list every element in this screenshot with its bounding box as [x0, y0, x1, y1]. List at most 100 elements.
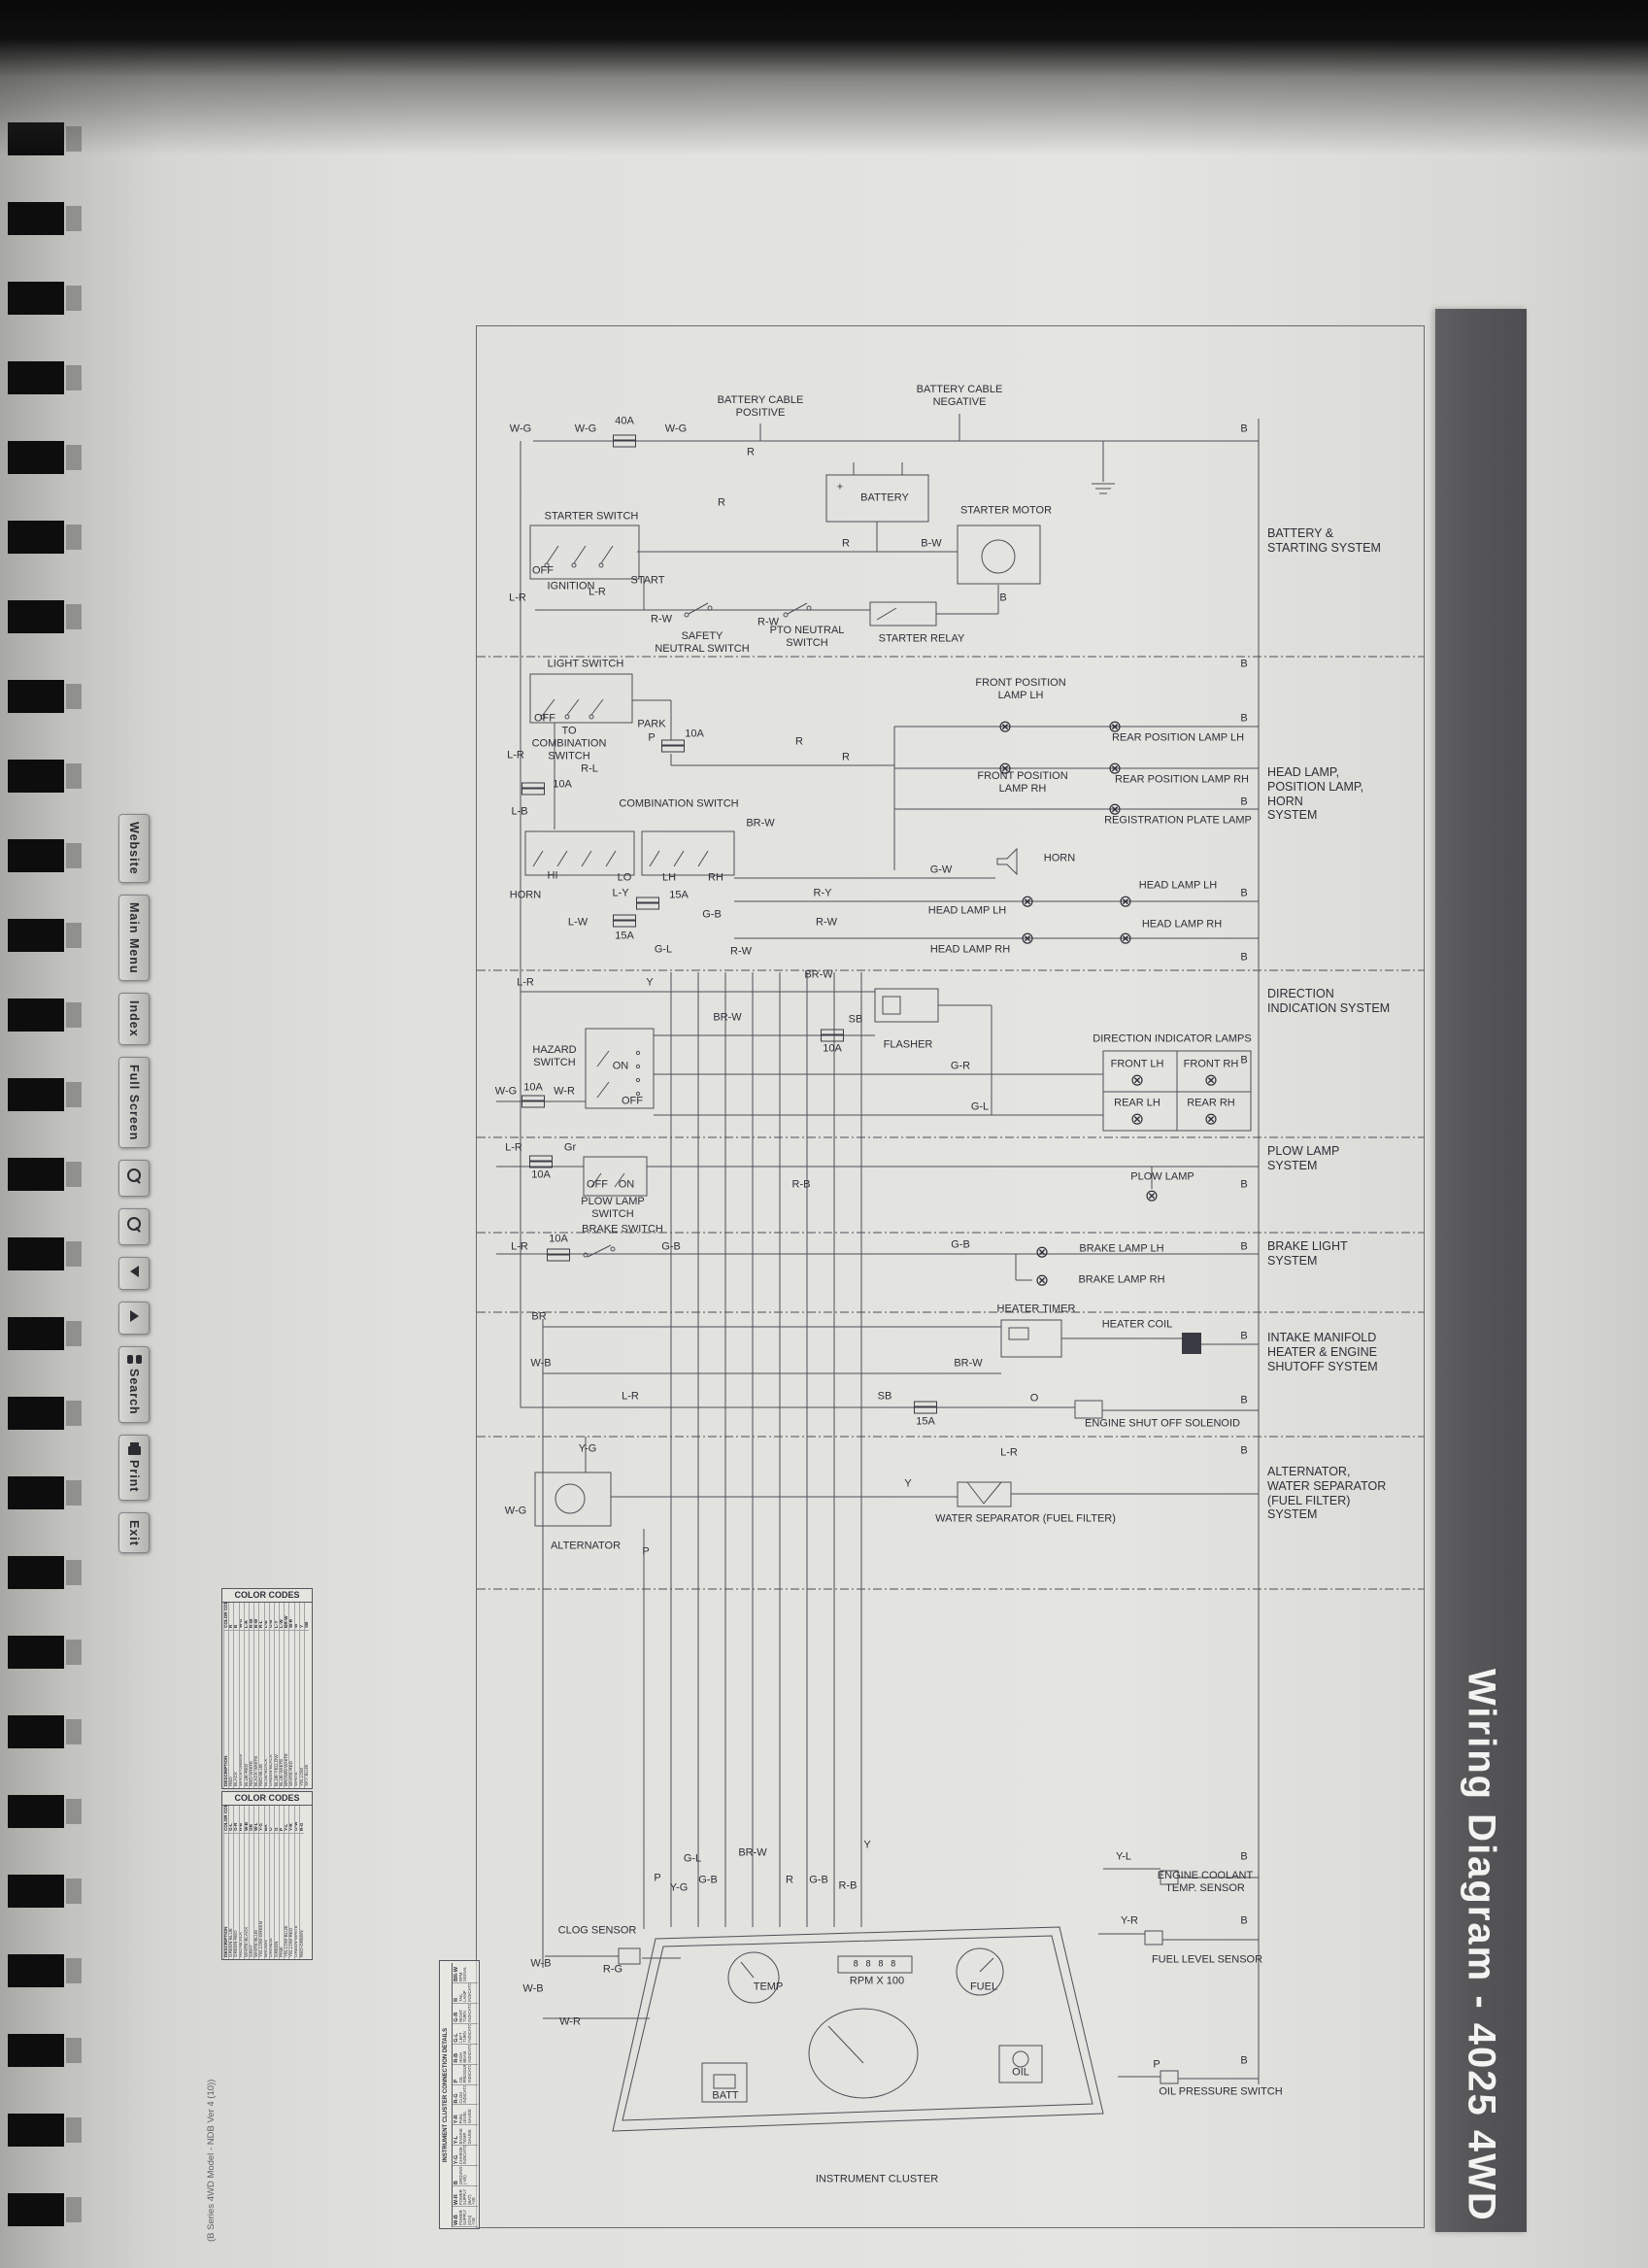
wires: [496, 414, 1260, 2084]
starter-motor-symbol: [957, 525, 1041, 585]
component-label: INSTRUMENT CLUSTER: [815, 2173, 939, 2185]
wire-label: R-W: [757, 616, 779, 628]
color-code: W-G: [239, 1603, 244, 1631]
fuse-box: [914, 1401, 937, 1414]
wire-label: G-W: [929, 863, 953, 876]
wire-label: PARK: [637, 718, 666, 730]
heater-timer-symbol: [1000, 1319, 1062, 1358]
color-code-entry: SKY BLUE SB: [304, 1603, 310, 1788]
cluster-detail-entry: G-L LEFT TURN INDICATOR: [452, 2023, 478, 2045]
fuse-box: [521, 1095, 545, 1108]
combination-switch-symbol: [524, 830, 735, 876]
color-description: GREEN-WHITE: [294, 1925, 299, 1957]
sidebar-website-button[interactable]: Website: [118, 814, 150, 883]
shutoff-solenoid-symbol: [1074, 1400, 1103, 1419]
system-label: DIRECTION INDICATION SYSTEM: [1267, 987, 1391, 1015]
wire-label: P: [642, 1545, 650, 1558]
wire-label: BR-W: [738, 1846, 767, 1859]
wire-label: R-W: [816, 916, 837, 929]
color-code-entry: YELLOW-RED Y-R: [288, 1806, 294, 1959]
wire-label: W-G: [574, 423, 597, 435]
wire-label: REAR RH: [1187, 1097, 1235, 1109]
color-codes-table-2: COLOR CODES DESCRIPTION COLOR CODE GREEN…: [221, 1791, 313, 1960]
color-code-entry: WHITE W: [293, 1603, 299, 1788]
color-code: GR: [249, 1806, 254, 1834]
wire-label: R-B: [838, 1879, 858, 1892]
wire-label: 10A: [685, 728, 704, 740]
color-code-entry: YELLOW Y: [298, 1603, 304, 1788]
sidebar-next-page-button[interactable]: [118, 1302, 150, 1336]
wire-description: LEFT TURN INDICATOR: [457, 2023, 472, 2043]
sidebar-main-menu-button[interactable]: Main Menu: [118, 894, 150, 982]
lamp-icon: ⊗: [1034, 1242, 1050, 1262]
wire-label: BR-W: [713, 1011, 742, 1024]
wire-label: OFF: [532, 564, 554, 577]
gauge-symbols: [701, 1947, 1043, 2103]
wire-label: B: [1240, 658, 1248, 670]
button-label: Index: [127, 1000, 141, 1037]
wire-label: B: [1240, 795, 1248, 808]
fuse-box: [613, 434, 636, 448]
color-code-entry: YELLOW-BLUE Y-L: [284, 1806, 289, 1959]
color-code-entry: BLUE-RED L-R: [243, 1603, 249, 1788]
battery-symbol: [825, 474, 929, 523]
component-label: OIL PRESSURE SWITCH: [1159, 2085, 1283, 2098]
color-code-entry: WHITE-GREEN W-G: [238, 1603, 244, 1788]
color-code: SB: [304, 1603, 310, 1631]
sidebar-full-screen-button[interactable]: Full Screen: [118, 1056, 150, 1149]
wire-label: FRONT RH: [1183, 1058, 1239, 1070]
cluster-detail-entry: BR-W RPM SIGNAL: [452, 1963, 478, 1983]
wire-label: R-G: [602, 1963, 623, 1976]
button-icon: [127, 1442, 141, 1456]
sidebar-print-button[interactable]: Print: [118, 1435, 150, 1501]
component-label: COMBINATION SWITCH: [619, 797, 739, 810]
spiral-binding: [8, 107, 64, 2268]
cluster-detail-entry: W-B POWER SUPPLY (IGN) +VE: [452, 2207, 478, 2227]
wire-label: W-B: [530, 1357, 552, 1370]
color-code-entry: GREEN-BLACK G-B: [268, 1603, 274, 1788]
wire-label: W-G: [509, 423, 532, 435]
sidebar-exit-button[interactable]: Exit: [118, 1511, 150, 1554]
button-icon: [126, 1355, 142, 1365]
sidebar-zoom-in-button[interactable]: [118, 1160, 150, 1198]
wire-description: CHARGE INDICATOR: [457, 2146, 468, 2165]
horn-symbol: [996, 847, 1018, 876]
sidebar-previous-page-button[interactable]: [118, 1257, 150, 1291]
wire-label: L-R: [507, 749, 524, 762]
color-description: YELLOW-RED: [289, 1927, 294, 1957]
component-label: STARTER MOTOR: [959, 504, 1053, 517]
color-code-entry: RED R: [228, 1603, 234, 1788]
component-label: OIL: [1012, 2066, 1029, 2079]
ground-symbol: [1092, 483, 1115, 494]
component-label: CLOG SENSOR: [557, 1924, 637, 1937]
component-label: HEAD LAMP RH: [929, 943, 1011, 956]
lamp-icon: ⊗: [1203, 1109, 1219, 1129]
sidebar-zoom-out-button[interactable]: [118, 1208, 150, 1246]
lamp-icon: ⊗: [1129, 1109, 1145, 1129]
wire-label: B: [999, 592, 1007, 604]
brake-switch-symbol: [583, 1244, 616, 1258]
component-label: PLOW LAMP: [1130, 1170, 1194, 1183]
wire-label: G-L: [654, 943, 673, 956]
sidebar-search-button[interactable]: Search: [118, 1346, 150, 1424]
wire-label: G-B: [661, 1240, 681, 1253]
wire-label: OFF: [622, 1095, 643, 1107]
button-icon: [127, 1168, 141, 1183]
wire-description: FUEL LEVEL GAUGE: [457, 2109, 472, 2124]
wire-label: Y: [863, 1839, 871, 1851]
color-code-entry: RED-BLUE R-L: [258, 1603, 264, 1788]
light-switch-symbol: [529, 673, 633, 724]
wire-label: HI: [547, 869, 558, 882]
sidebar-index-button[interactable]: Index: [118, 993, 150, 1045]
component-label: ENGINE SHUT OFF SOLENOID: [1085, 1417, 1240, 1430]
lamp-icon: ⊗: [997, 717, 1013, 736]
system-label: HEAD LAMP, POSITION LAMP, HORN SYSTEM: [1267, 765, 1364, 823]
component-label: FUEL: [969, 1980, 998, 1993]
button-label: Main Menu: [127, 901, 141, 974]
button-label: Search: [127, 1369, 141, 1416]
wire-label: Y: [904, 1477, 912, 1490]
color-code: R-B: [239, 1806, 244, 1834]
wire-label: BR-W: [954, 1357, 983, 1370]
wire-label: 15A: [615, 930, 634, 942]
